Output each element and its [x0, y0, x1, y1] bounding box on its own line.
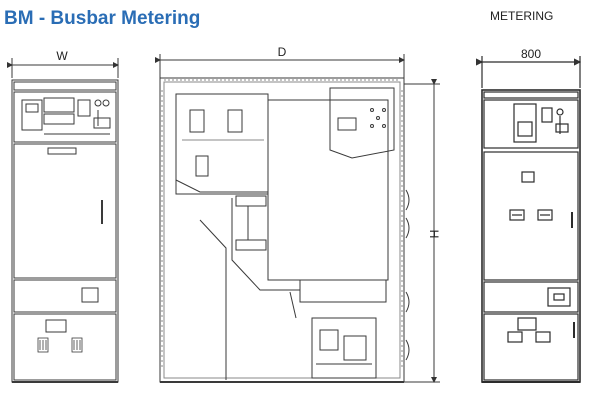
metering-front-view	[476, 56, 582, 383]
metering-width-label: 800	[521, 47, 541, 61]
front-metering-door	[13, 143, 117, 279]
busbar-compartment	[175, 93, 269, 195]
vt-compartment	[267, 99, 389, 281]
front-lv-compartment	[13, 91, 117, 143]
side-view	[155, 54, 440, 383]
metering-label: METERING	[490, 9, 554, 23]
metering-lv-panel	[483, 99, 579, 149]
page-title: BM - Busbar Metering	[4, 8, 201, 29]
lv-box	[329, 87, 395, 159]
metering-main-door	[483, 151, 579, 281]
height-label: H	[427, 230, 441, 239]
voltage-transformer	[311, 317, 377, 379]
front-view	[7, 58, 119, 383]
metering-bottom-panel	[483, 313, 579, 381]
width-label: W	[56, 49, 68, 63]
depth-label: D	[278, 45, 287, 59]
